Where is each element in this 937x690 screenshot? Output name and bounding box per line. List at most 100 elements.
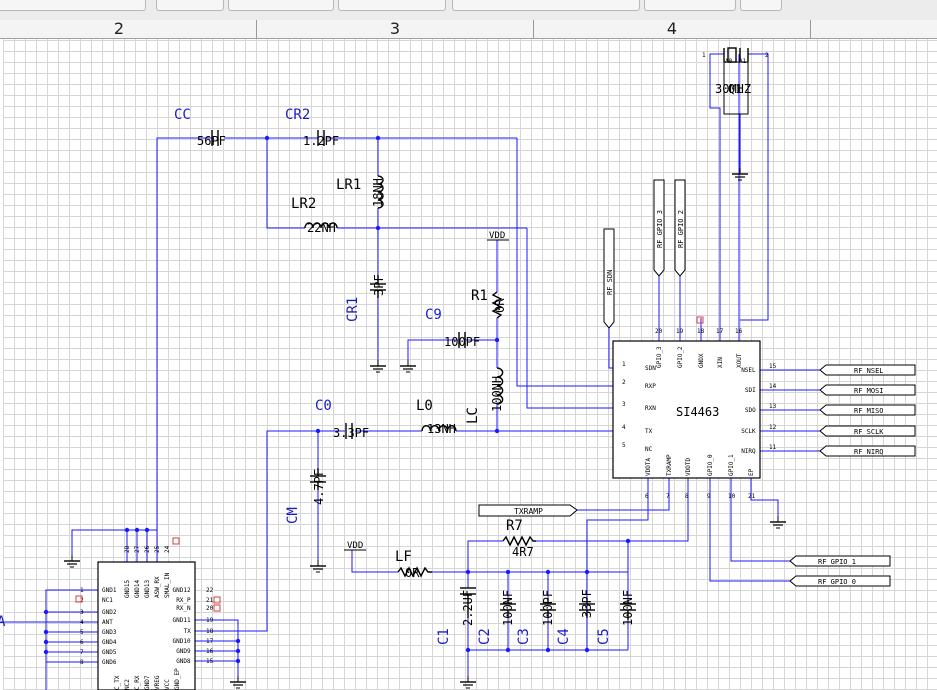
- ref-c3[interactable]: C3: [516, 628, 532, 645]
- toolbar-tab-4[interactable]: [338, 0, 446, 11]
- value-c4[interactable]: 33PF: [580, 589, 594, 618]
- value-c5[interactable]: 100NF: [621, 590, 635, 626]
- ref-c0[interactable]: C0: [315, 398, 332, 414]
- ref-r7[interactable]: R7: [506, 518, 523, 534]
- ref-cr2[interactable]: CR2: [285, 107, 310, 123]
- ref-lc[interactable]: LC: [465, 407, 481, 424]
- ref-lr2[interactable]: LR2: [291, 196, 316, 212]
- ref-c4[interactable]: C4: [556, 628, 572, 645]
- crystal[interactable]: 30MHZ Q1 1 2 A0 A1: [702, 52, 769, 96]
- ref-l0[interactable]: L0: [416, 398, 433, 414]
- value-cc[interactable]: 56PF: [197, 134, 226, 148]
- value-c2[interactable]: 100NF: [501, 590, 515, 626]
- ref-c5[interactable]: C5: [596, 628, 612, 645]
- ref-lr1[interactable]: LR1: [336, 177, 361, 193]
- port-rf-gpio-3[interactable]: RF_GPIO_3: [653, 179, 665, 277]
- value-c3[interactable]: 100PF: [541, 590, 555, 626]
- value-l0[interactable]: 13NH: [427, 422, 456, 436]
- value-lf[interactable]: 0R: [405, 566, 420, 580]
- value-lc[interactable]: 100NH: [490, 376, 504, 412]
- port-rf-mosi[interactable]: RF_MOSI: [819, 384, 916, 396]
- ref-r1[interactable]: R1: [471, 288, 488, 304]
- port-rf-nsel[interactable]: RF_NSEL: [819, 364, 916, 376]
- ref-cr1[interactable]: CR1: [345, 297, 361, 322]
- net-vdd-bottom[interactable]: VDD: [347, 541, 363, 551]
- port-rf-gpio-2[interactable]: RF_GPIO_2: [674, 179, 686, 277]
- toolbar-tab-1[interactable]: [0, 0, 146, 11]
- port-rf-miso[interactable]: RF_MISO: [819, 404, 916, 416]
- toolbar-tab-7[interactable]: [740, 0, 782, 11]
- ref-c1[interactable]: C1: [436, 628, 452, 645]
- ref-c2[interactable]: C2: [477, 628, 493, 645]
- port-txramp[interactable]: TXRAMP: [478, 504, 578, 517]
- net-vdd-top[interactable]: VDD: [489, 231, 505, 241]
- ref-cc[interactable]: CC: [174, 107, 191, 123]
- chip-pin-5[interactable]: 5NC: [622, 442, 653, 453]
- value-cr2[interactable]: 1.2PF: [303, 134, 339, 148]
- port-rf-nirq[interactable]: RF_NIRQ: [819, 445, 916, 457]
- toolbar-tab-5[interactable]: [452, 0, 640, 11]
- toolbar-tab-3[interactable]: [228, 0, 334, 11]
- value-r7[interactable]: 4R7: [512, 545, 534, 559]
- value-lr1[interactable]: 18NH: [371, 178, 385, 207]
- port-rf-sclk[interactable]: RF_SCLK: [819, 425, 916, 437]
- ref-cm[interactable]: CM: [285, 507, 301, 524]
- value-c0[interactable]: 3.3PF: [333, 426, 369, 440]
- chip-si4463[interactable]: SI4463 20GPIO_319GPIO_218GNDX17XIN16XOUT…: [612, 328, 777, 500]
- port-rf-gpio-1[interactable]: RF_GPIO_1: [789, 555, 891, 567]
- value-cr1[interactable]: 3PF: [372, 274, 386, 296]
- value-c9[interactable]: 100PF: [444, 335, 480, 349]
- ref-c9[interactable]: C9: [425, 307, 442, 323]
- port-rf-gpio-0[interactable]: RF_GPIO_0: [789, 575, 891, 587]
- chip-pin-4[interactable]: 4TX: [622, 424, 653, 435]
- port-rf-sdn[interactable]: RF_SDN: [603, 228, 615, 329]
- value-c1[interactable]: 2.2UF: [461, 590, 475, 626]
- toolbar-tab-6[interactable]: [644, 0, 736, 11]
- value-lr2[interactable]: 22NH: [307, 221, 336, 235]
- value-cm[interactable]: 4.7PF: [312, 469, 326, 505]
- ref-lf[interactable]: LF: [395, 549, 412, 565]
